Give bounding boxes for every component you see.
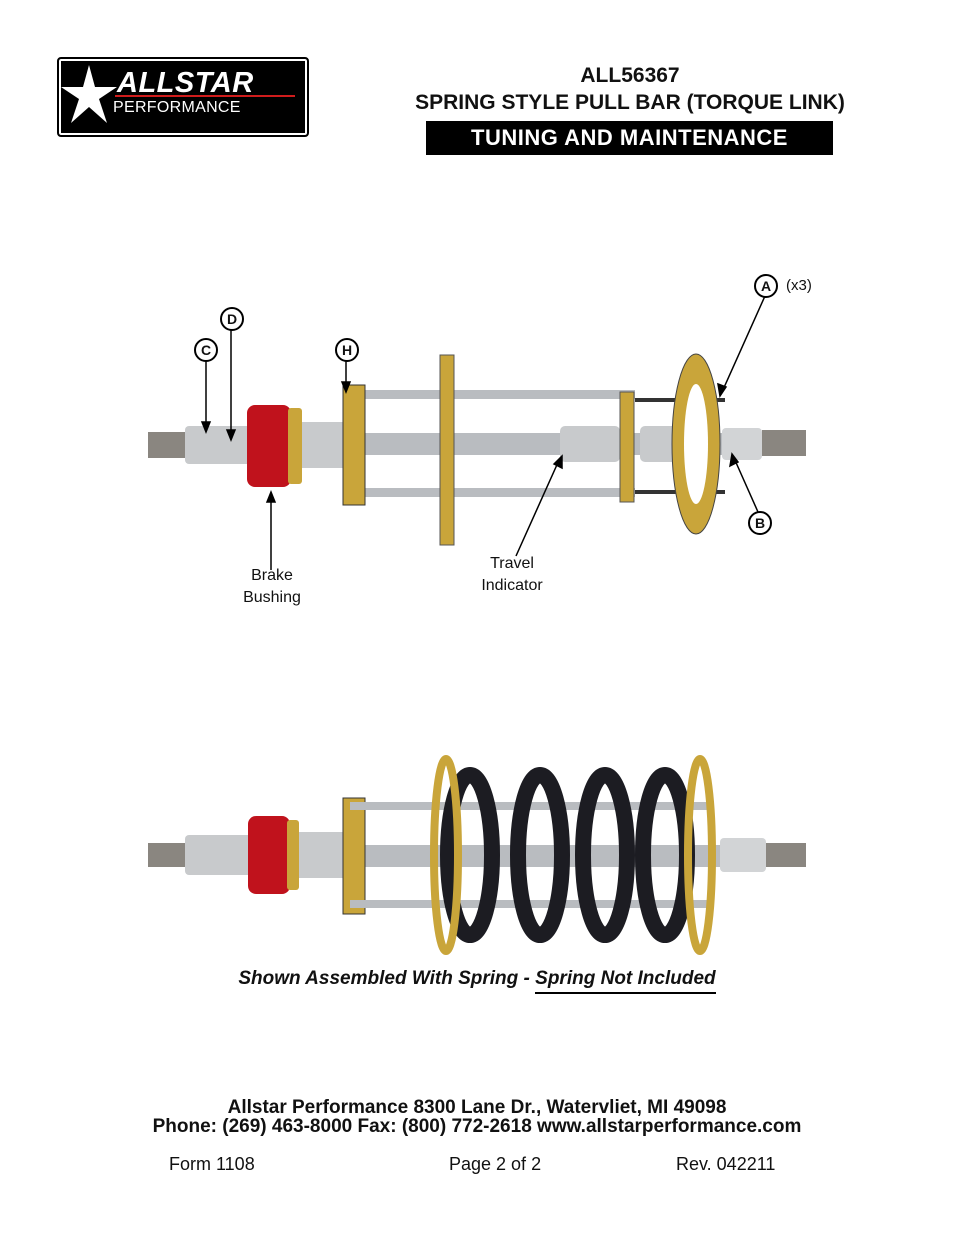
page-number: Page 2 of 2 <box>449 1154 542 1174</box>
part-number: ALL56367 <box>580 64 680 87</box>
callout-a-quantity: (x3) <box>786 277 812 294</box>
revision: Rev. 042211 <box>676 1154 776 1174</box>
callout-b: B <box>748 511 772 535</box>
section-banner: TUNING AND MAINTENANCE <box>426 121 833 155</box>
callout-d: D <box>220 307 244 331</box>
logo-brand: ALLSTAR <box>117 67 254 99</box>
assembled-spring-diagram <box>148 755 806 955</box>
spring-not-included-note: Spring Not Included <box>535 968 716 994</box>
company-contact: Phone: (269) 463-8000 Fax: (800) 772-261… <box>152 1116 802 1137</box>
form-number: Form 1108 <box>169 1154 255 1174</box>
star-icon <box>61 65 117 123</box>
callout-c: C <box>194 338 218 362</box>
pull-bar-diagram <box>148 295 806 570</box>
callout-a: A <box>754 274 778 298</box>
allstar-logo: ALLSTAR PERFORMANCE <box>57 57 309 137</box>
callout-h: H <box>335 338 359 362</box>
logo-subtitle: PERFORMANCE <box>113 99 241 116</box>
assembly-caption: Shown Assembled With Spring - Spring Not… <box>0 968 954 994</box>
company-address: Allstar Performance 8300 Lane Dr., Water… <box>227 1097 727 1118</box>
product-title: SPRING STYLE PULL BAR (TORQUE LINK) <box>415 91 845 114</box>
